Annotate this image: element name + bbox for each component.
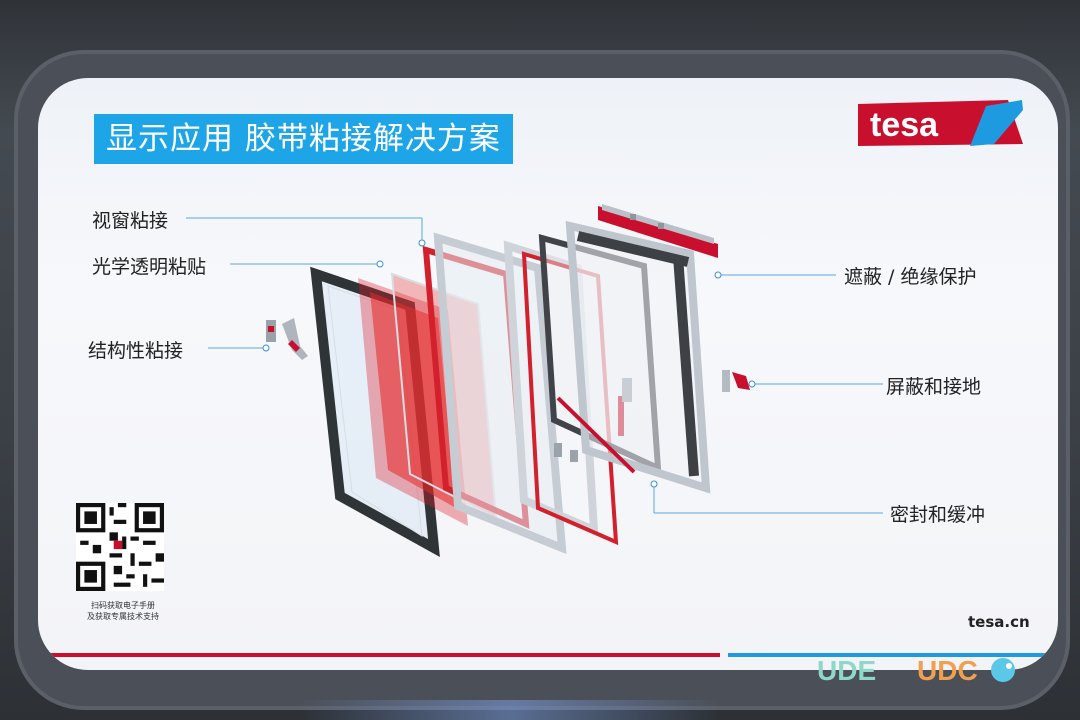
callout-optical-clear: 光学透明粘贴 xyxy=(92,256,207,278)
qr-caption-line-1: 扫码获取电子手册 xyxy=(91,601,155,610)
exploded-display-diagram xyxy=(186,204,883,557)
callout-window-bonding: 视窗粘接 xyxy=(92,210,169,232)
brand-stripe-red xyxy=(48,653,720,657)
display-panel xyxy=(503,240,599,537)
right-callout-lines xyxy=(650,271,883,514)
website-url: tesa.cn xyxy=(968,613,1030,631)
structural-bond-parts xyxy=(266,318,308,360)
qr-caption: 扫码获取电子手册 及获取专属技术支持 xyxy=(68,600,178,622)
qr-code-icon xyxy=(76,503,164,591)
tesa-logo: tesa xyxy=(858,100,1023,146)
callout-structural-bonding: 结构性粘接 xyxy=(88,340,184,362)
event-logo-udc: UDC xyxy=(917,655,978,686)
brand-stripe-blue xyxy=(728,653,1048,657)
event-logo: UDE UDC xyxy=(817,655,1015,686)
left-callout-lines xyxy=(186,217,426,352)
shield-strip xyxy=(598,204,718,258)
callout-masking-insulation: 遮蔽 / 绝缘保护 xyxy=(844,266,977,288)
ambient-light xyxy=(300,700,720,720)
callout-shielding-grounding: 屏蔽和接地 xyxy=(886,376,982,398)
page-title: 显示应用 胶带粘接解决方案 xyxy=(94,114,513,164)
callout-sealing-cushioning: 密封和缓冲 xyxy=(890,504,986,526)
grounding-parts xyxy=(722,370,750,392)
back-frame xyxy=(556,220,711,494)
tesa-logo-text: tesa xyxy=(870,106,939,144)
event-logo-ude: UDE xyxy=(817,655,876,686)
qr-caption-line-2: 及获取专属技术支持 xyxy=(87,612,159,621)
panel-frame xyxy=(433,232,567,555)
display-board: 显示应用 胶带粘接解决方案 tesa xyxy=(38,78,1058,670)
